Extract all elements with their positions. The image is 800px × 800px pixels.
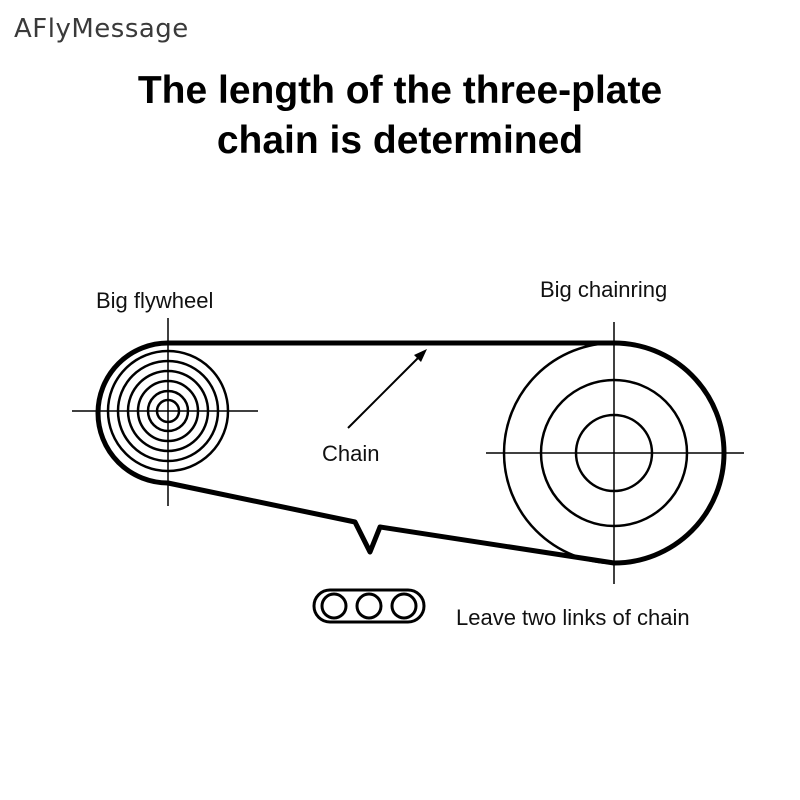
chainring-crosshair — [486, 322, 744, 584]
chain-wrap-flywheel — [95, 340, 171, 486]
chain-roller-3 — [390, 592, 418, 620]
brand-watermark: AFlyMessage — [14, 14, 189, 44]
chain-arrow — [347, 349, 427, 429]
chain-roller-2 — [355, 592, 383, 620]
page-title: The length of the three-plate chain is d… — [0, 66, 800, 166]
title-line-1: The length of the three-plate — [137, 69, 663, 112]
chain-bottom-run — [165, 480, 617, 566]
links-note-label: Leave two links of chain — [456, 605, 690, 630]
chain-links-icon — [312, 588, 426, 624]
flywheel-crosshair — [72, 318, 258, 506]
flywheel-label: Big flywheel — [96, 288, 213, 313]
chain-label: Chain — [322, 441, 379, 466]
chain-link-outline — [312, 588, 426, 624]
chain-roller-1 — [320, 592, 348, 620]
chainring-label: Big chainring — [540, 277, 667, 302]
title-line-2: chain is determined — [216, 119, 584, 162]
